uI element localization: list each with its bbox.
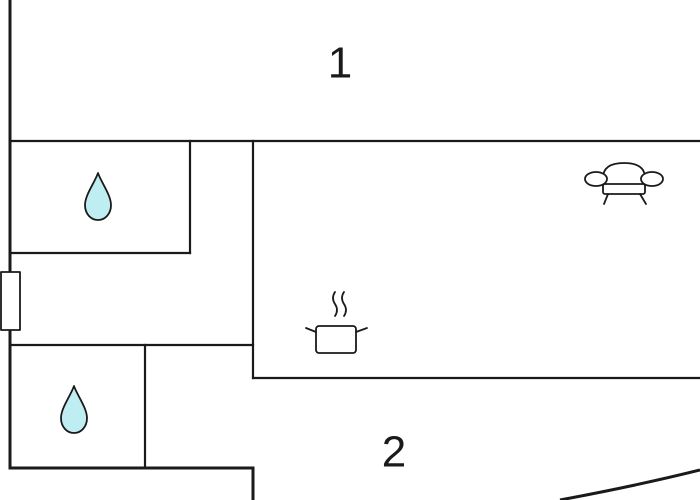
outer-wall-bottom-right-curve [559,468,700,500]
door-icon [0,271,21,331]
interior-walls [8,139,700,470]
sofa-icon [584,162,664,205]
water-drop-icon [60,385,88,434]
room-2-label: 2 [382,428,406,477]
outer-wall-left-and-bottom [8,0,255,500]
cooking-pot-icon [305,291,368,354]
water-drop-icon [84,172,112,221]
room-1-label: 1 [328,39,352,88]
outer-walls [8,0,700,500]
